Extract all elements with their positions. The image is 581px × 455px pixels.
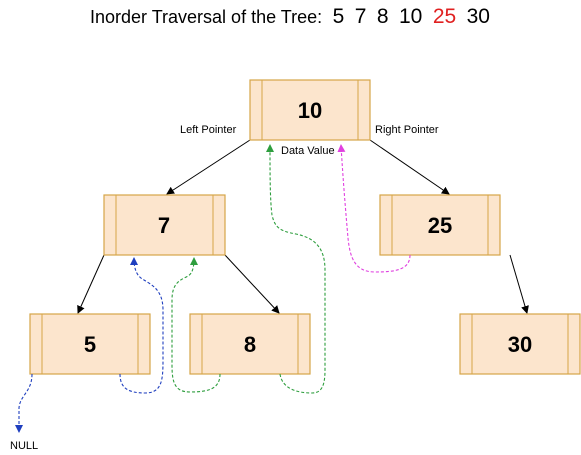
node-7-value: 7: [158, 213, 170, 238]
tree-node-25: 25: [379, 194, 501, 256]
title-seq-0: 5: [333, 5, 345, 28]
tree-node-5: 5: [29, 313, 151, 375]
edge-10-to-7: [166, 139, 251, 195]
path-8-to-10: [266, 144, 326, 394]
title-prefix: Inorder Traversal of the Tree:: [90, 7, 322, 27]
node-5-value: 5: [84, 332, 96, 357]
title-seq-4: 25: [433, 5, 456, 28]
tree-node-30: 30: [459, 313, 581, 375]
title-seq-1: 7: [355, 5, 367, 28]
tree-node-7: 7: [103, 194, 226, 256]
tree-node-10: 10: [249, 79, 371, 141]
edge-7-to-8: [224, 254, 280, 314]
right-pointer-label: Right Pointer: [375, 124, 439, 136]
tree-node-8: 8: [189, 313, 311, 375]
node-8-value: 8: [244, 332, 256, 357]
edge-7-to-5: [77, 254, 105, 314]
title-seq-3: 10: [399, 5, 422, 28]
data-value-label: Data Value: [281, 145, 335, 157]
title-seq-2: 8: [377, 5, 389, 28]
title-seq-5: 30: [467, 5, 490, 28]
edge-10-to-25: [369, 139, 450, 195]
tree-edges: [77, 139, 529, 314]
edge-25-to-30: [509, 254, 529, 314]
left-pointer-label: Left Pointer: [180, 124, 237, 136]
node-30-value: 30: [508, 332, 532, 357]
traversal-paths: [15, 144, 411, 433]
null-label: NULL: [10, 440, 38, 452]
diagram-title: Inorder Traversal of the Tree: 5 7 8 10 …: [90, 5, 490, 28]
node-10-value: 10: [298, 98, 322, 123]
path-5-to-null: [15, 373, 33, 433]
path-8-to-7: [171, 257, 221, 393]
node-25-value: 25: [428, 213, 452, 238]
path-25-to-10: [337, 144, 411, 273]
